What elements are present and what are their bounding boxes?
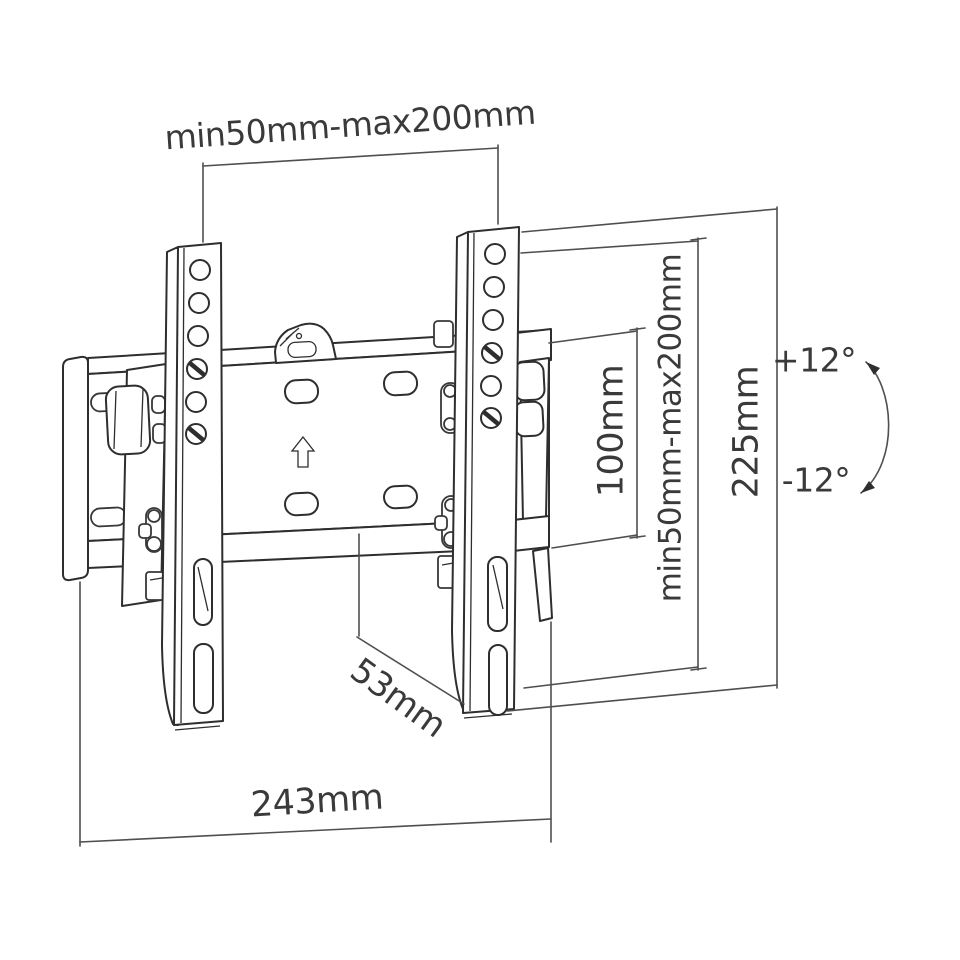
dim-top-line bbox=[202, 147, 499, 167]
screw-slot bbox=[482, 410, 500, 426]
vesa-slot-upper-left bbox=[284, 378, 320, 405]
wall-anchor-slot-lower bbox=[90, 506, 127, 528]
tilt-arc-arrow bbox=[860, 361, 890, 494]
right-arm-tail bbox=[532, 547, 553, 622]
dim-vesa-ext-top bbox=[520, 240, 699, 254]
right-bracket-slot-upper bbox=[487, 556, 508, 632]
right-bracket-slot-lower bbox=[488, 644, 508, 716]
locking-latch bbox=[274, 322, 337, 364]
right-upper-hook-tab bbox=[433, 320, 454, 348]
right-tv-bracket bbox=[451, 226, 520, 719]
dimension-lines bbox=[79, 144, 778, 847]
tilt-arc bbox=[860, 361, 890, 494]
left-slot-hook-line bbox=[197, 566, 209, 612]
vesa-slot-lower-right bbox=[383, 484, 418, 510]
screw-slot bbox=[187, 426, 205, 442]
left-bracket-slot-lower bbox=[193, 643, 214, 714]
dim-label-tilt-down: -12° bbox=[781, 460, 851, 500]
right-bracket-holes bbox=[480, 243, 506, 429]
dim-label-bracket-height: 225mm bbox=[726, 365, 767, 499]
up-arrow-icon bbox=[290, 435, 316, 468]
dim-label-base-width: 243mm bbox=[249, 777, 385, 826]
right-slot-hook-line bbox=[492, 564, 504, 610]
dim-225-ext-bottom bbox=[506, 684, 778, 712]
vesa-slot-lower-left bbox=[284, 491, 319, 517]
tilt-arc-arrowhead-down bbox=[861, 481, 875, 493]
left-bracket-bend-crease bbox=[180, 247, 185, 724]
dim-100-ticks bbox=[629, 327, 646, 539]
dim-243-line bbox=[79, 818, 552, 843]
left-knob-flange-upper bbox=[151, 395, 166, 414]
left-clamp-washer-top bbox=[147, 509, 161, 523]
screw-slot bbox=[188, 361, 206, 377]
dim-label-arm-height: 100mm bbox=[591, 364, 632, 498]
left-knob-ridges bbox=[113, 388, 144, 450]
right-bracket-bottom-edge bbox=[463, 713, 513, 719]
right-bracket-bend-crease bbox=[469, 232, 475, 712]
latch-screw bbox=[295, 332, 303, 340]
dim-label-tilt-up: +12° bbox=[771, 340, 857, 380]
dim-225-ext-top bbox=[521, 208, 778, 233]
wall-plate-left-end-cap bbox=[62, 355, 89, 582]
dim-53-line bbox=[356, 636, 465, 705]
left-tilt-knob bbox=[104, 384, 152, 456]
left-bracket-bottom-edge bbox=[174, 725, 221, 731]
dim-100-ext-bottom bbox=[551, 534, 638, 549]
tilt-arc-arrowhead-up bbox=[866, 362, 880, 375]
latch-ridges bbox=[279, 327, 300, 347]
right-arm-assembly bbox=[433, 320, 553, 622]
dim-vesa-ticks bbox=[690, 237, 707, 671]
left-tv-bracket bbox=[161, 242, 224, 731]
latch-slot bbox=[287, 340, 317, 359]
right-arm-foot bbox=[512, 515, 550, 552]
left-clamp-washer-bottom bbox=[146, 536, 162, 552]
right-clamp-wing bbox=[434, 515, 448, 531]
dim-100-ext-top bbox=[548, 330, 638, 344]
dim-label-vertical-range: min50mm-max200mm bbox=[652, 253, 689, 603]
latch-dome bbox=[274, 322, 337, 364]
left-arm-assembly bbox=[104, 363, 173, 607]
screw-slot bbox=[483, 345, 501, 361]
vesa-slot-upper-right bbox=[383, 370, 419, 397]
left-bracket-slot-upper bbox=[193, 558, 213, 626]
left-bracket-holes bbox=[185, 259, 211, 445]
dim-vesa-ext-bottom bbox=[523, 666, 699, 689]
right-tilt-knob-lobe-lower bbox=[513, 400, 545, 438]
left-clamp-wing bbox=[138, 523, 152, 539]
